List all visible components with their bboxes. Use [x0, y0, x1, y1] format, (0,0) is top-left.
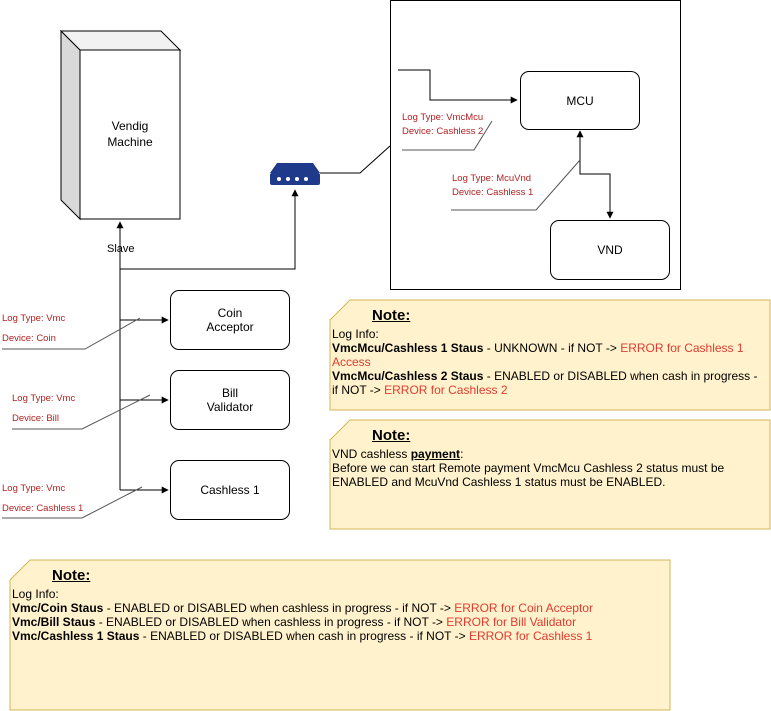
vmc-note-body: Log Info: Vmc/Coin Staus - ENABLED or DI…: [12, 587, 662, 643]
log-info-label: Log Info:: [332, 327, 379, 341]
log-device: Device: Cashless 1: [452, 187, 534, 198]
payment-intro: VND cashless payment:: [332, 447, 464, 461]
note-line: Vmc/Coin Staus - ENABLED or DISABLED whe…: [12, 601, 593, 615]
log-leader-lines: [2, 120, 581, 519]
vending-machine-label: Vendig Machine: [107, 119, 153, 149]
note-title: Note:: [372, 427, 411, 444]
log-type: Log Type: Vmc: [2, 483, 66, 494]
slave-label: Slave: [107, 243, 135, 255]
log-coin: Log Type: Vmc Device: Coin: [2, 313, 65, 345]
log-vmcmcu: Log Type: VmcMcu Device: Cashless 2: [402, 112, 483, 138]
note-line: VmcMcu/Cashless 2 Staus - ENABLED or DIS…: [332, 369, 758, 397]
note-line: Vmc/Cashless 1 Staus - ENABLED or DISABL…: [12, 629, 593, 643]
log-device: Device: Cashless 1: [2, 503, 84, 514]
log-type: Log Type: McuVnd: [452, 173, 532, 184]
bill-validator-box: Bill Validator: [170, 370, 290, 430]
log-info-label: Log Info:: [12, 587, 59, 601]
log-type: Log Type: VmcMcu: [402, 112, 484, 123]
vmc-bus-wires: [116, 189, 299, 494]
mcu-box: MCU: [520, 71, 640, 130]
log-device: Device: Bill: [12, 413, 59, 424]
note-title: Note:: [372, 307, 411, 324]
log-device: Device: Coin: [2, 333, 56, 344]
note-shapes: [9, 299, 771, 711]
payment-text: Before we can start Remote payment VmcMc…: [332, 461, 725, 489]
log-type: Log Type: Vmc: [2, 313, 66, 324]
coin-acceptor-box: Coin Acceptor: [170, 290, 290, 350]
log-device: Device: Cashless 2: [402, 126, 484, 137]
note-line: Vmc/Bill Staus - ENABLED or DISABLED whe…: [12, 615, 577, 629]
log-cashless: Log Type: Vmc Device: Cashless 1: [2, 483, 83, 515]
note-line: VmcMcu/Cashless 1 Staus - UNKNOWN - if N…: [332, 341, 744, 369]
remote-frame: [390, 0, 681, 290]
router-icon: [270, 163, 320, 185]
log-mcuvnd: Log Type: McuVnd Device: Cashless 1: [452, 173, 533, 199]
vending-machine-shape: [59, 29, 182, 221]
cashless-box: Cashless 1: [170, 460, 290, 520]
log-bill: Log Type: Vmc Device: Bill: [12, 393, 75, 425]
vnd-box: VND: [550, 220, 670, 280]
log-type: Log Type: Vmc: [12, 393, 76, 404]
mcu-link-wires: [320, 69, 614, 219]
mcu-note-body: Log Info: VmcMcu/Cashless 1 Staus - UNKN…: [332, 327, 762, 397]
payment-note-body: VND cashless payment: Before we can star…: [332, 447, 732, 489]
note-title: Note:: [52, 567, 91, 584]
